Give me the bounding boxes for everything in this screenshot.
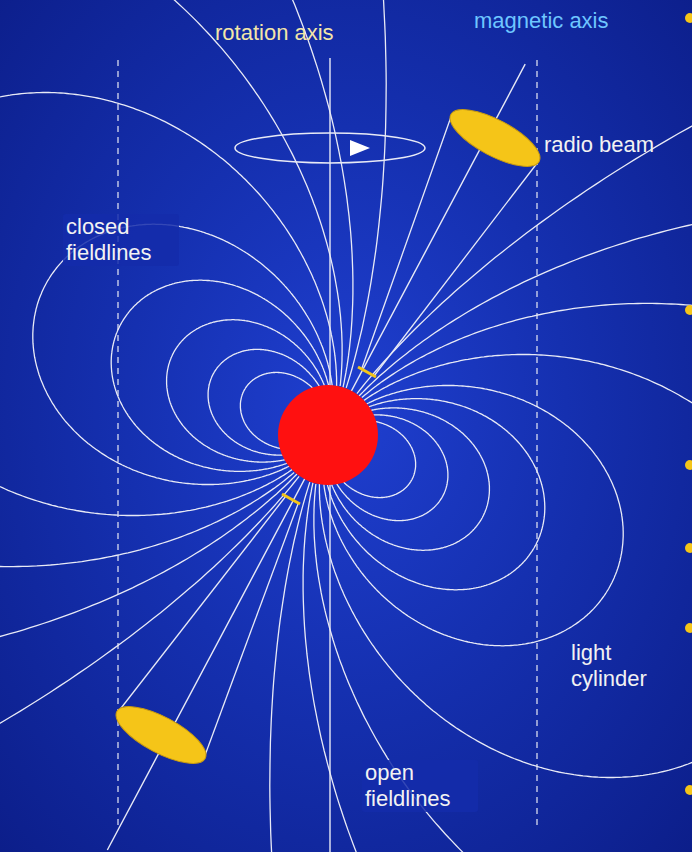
boundary-label: light cylinder: [571, 640, 671, 692]
polar-cap: [358, 367, 376, 377]
rotation-arrowhead: [350, 140, 370, 156]
radio-beam: [442, 99, 547, 178]
rotation-ellipse: [235, 133, 425, 163]
field-line: [270, 482, 312, 852]
field-line: [0, 0, 342, 386]
field-label: closed fieldlines: [63, 214, 179, 266]
field-line: [0, 374, 294, 567]
field-line: [132, 0, 353, 388]
polar-cap: [282, 494, 300, 504]
light-cylinder-line: [536, 60, 537, 830]
field-line: [0, 476, 299, 843]
part-label: radio beam: [544, 132, 684, 158]
axis-label: magnetic axis: [474, 8, 664, 34]
field-line: [0, 474, 297, 667]
bullet-dot: [685, 13, 692, 795]
field-line: [314, 484, 692, 852]
field-label: open fieldlines: [362, 760, 478, 812]
field-line: [357, 27, 692, 394]
magnetic-axis-line: [107, 64, 525, 850]
axis-label: rotation axis: [215, 20, 395, 46]
beam-cone: [118, 114, 538, 758]
neutron-star: [278, 385, 378, 485]
field-line: [303, 483, 524, 852]
field-line: [359, 203, 692, 396]
field-line: [319, 355, 692, 778]
radio-beam: [108, 696, 213, 775]
field-line: [344, 0, 386, 388]
